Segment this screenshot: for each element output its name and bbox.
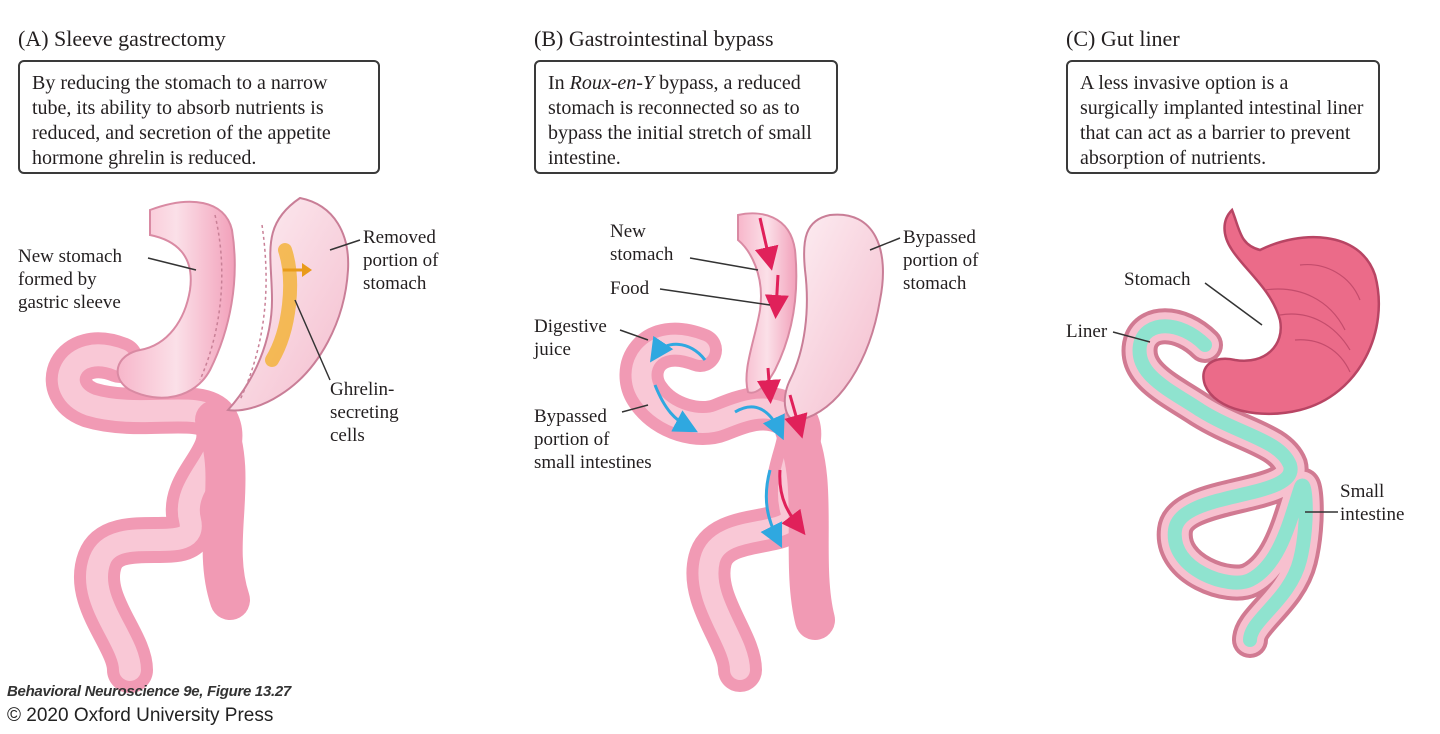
label-bypassed-stomach-text: Bypassed portion of stomach [903,227,979,294]
panel-c-title: (C) Gut liner [1066,26,1180,51]
label-new-stomach-b-text: New stomach [610,221,674,265]
label-ghrelin-cells: Ghrelin- secreting cells [330,378,399,447]
label-bypassed-stomach: Bypassed portion of stomach [903,226,978,295]
label-liner-text: Liner [1066,321,1108,342]
label-new-stomach-a-text: New stomach formed by gastric sleeve [18,246,122,313]
label-bypassed-intestines: Bypassed portion of small intestines [534,405,652,474]
panel-b-title: (B) Gastrointestinal bypass [534,26,774,51]
panel-a-intestine [45,332,250,693]
label-food-text: Food [610,278,650,299]
panel-a-sleeve-stomach [116,200,236,399]
panel-b-new-stomach [737,212,798,394]
figure-reference: Behavioral Neuroscience 9e, Figure 13.27 [7,683,291,700]
panel-b-juice-arrows [649,335,785,549]
desc-b-rest: bypass, a reduced stomach is reconnected… [548,72,812,169]
label-removed-portion-text: Removed portion of stomach [363,227,439,294]
panel-a-leaders [147,239,361,381]
panel-c-stomach [1202,207,1380,416]
label-new-stomach-b: New stomach [610,220,673,266]
panel-b-description: In Roux-en-Y bypass, a reduced stomach i… [534,60,838,174]
desc-b-italic: Roux-en-Y [569,72,655,94]
panel-c-intestine [1121,308,1324,658]
panel-a-description: By reducing the stomach to a narrow tube… [18,60,380,174]
label-small-intestine: Small intestine [1340,480,1404,526]
panel-b-bypassed-stomach [783,213,884,422]
copyright-notice: © 2020 Oxford University Press [7,705,274,726]
panel-a-title: (A) Sleeve gastrectomy [18,26,226,51]
panel-c-leaders [1112,282,1338,513]
label-ghrelin-cells-text: Ghrelin- secreting cells [330,379,399,446]
label-stomach-c-text: Stomach [1124,269,1191,290]
label-bypassed-intestines-text: Bypassed portion of small intestines [534,406,652,473]
panel-c-description: A less invasive option is a surgically i… [1066,60,1380,174]
panel-b-food-arrows [754,217,808,536]
label-digestive-juice: Digestive juice [534,315,607,361]
label-liner: Liner [1066,320,1107,343]
label-small-intestine-text: Small intestine [1340,481,1405,525]
panel-a-removed-stomach [226,196,350,412]
label-stomach-c: Stomach [1124,268,1191,291]
desc-b-prefix: In [548,72,570,94]
label-digestive-juice-text: Digestive juice [534,316,607,360]
panel-b-leaders [619,237,901,413]
label-new-stomach-a: New stomach formed by gastric sleeve [18,245,122,314]
label-food: Food [610,277,649,300]
label-removed-portion: Removed portion of stomach [363,226,438,295]
